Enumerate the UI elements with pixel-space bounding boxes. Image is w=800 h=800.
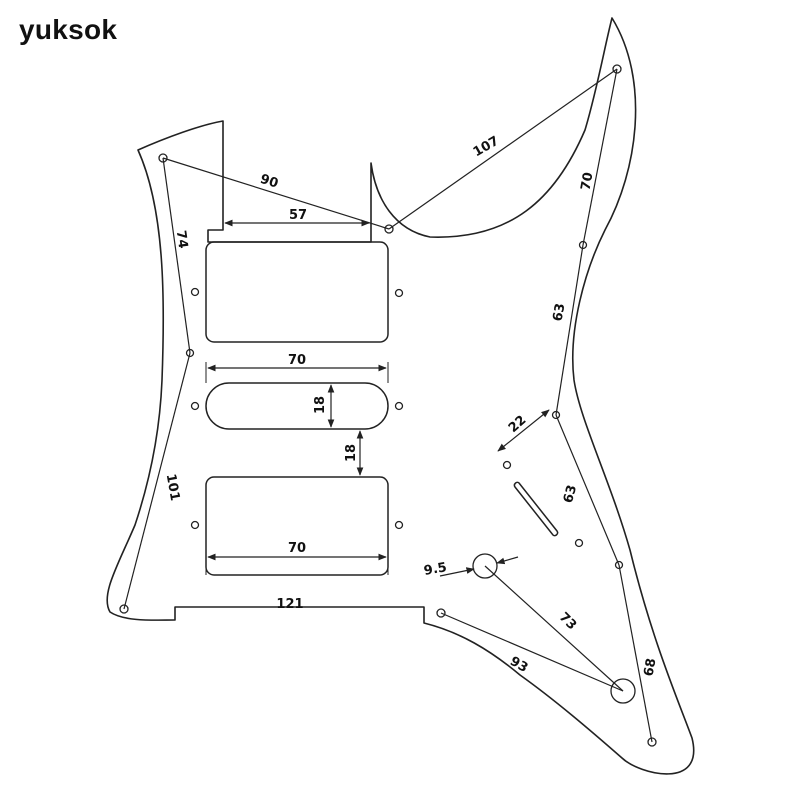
dim-line-68 — [618, 564, 653, 743]
label-9-5: 9.5 — [423, 560, 448, 579]
dim-line-22 — [497, 409, 550, 452]
screw-hole — [394, 520, 404, 530]
switch-slot — [513, 481, 559, 537]
bridge-humbucker-cutout — [205, 476, 389, 576]
dim-line-9-5b — [496, 556, 519, 565]
middle-single-coil-cutout — [205, 382, 389, 430]
screw-hole — [394, 288, 404, 298]
screw-hole — [394, 401, 404, 411]
label-63-right: 63 — [551, 302, 569, 322]
screw-hole — [190, 401, 200, 411]
dim-line-9-5 — [439, 567, 475, 577]
label-70-top-right: 70 — [579, 171, 597, 191]
label-63-slot: 63 — [561, 483, 580, 504]
neck-humbucker-cutout — [205, 241, 389, 343]
dim-line-70-top — [582, 68, 618, 246]
label-74: 74 — [173, 230, 190, 250]
screw-hole — [574, 538, 584, 548]
dim-line-93 — [440, 612, 624, 692]
dim-line-63-slot — [555, 414, 620, 566]
label-93: 93 — [507, 654, 530, 676]
label-107: 107 — [471, 134, 502, 161]
label-121: 121 — [276, 597, 303, 612]
screw-hole — [502, 460, 512, 470]
dim-line-101 — [123, 352, 191, 610]
screw-hole — [190, 287, 200, 297]
label-73: 73 — [556, 610, 579, 633]
label-90: 90 — [258, 172, 280, 192]
screw-hole — [190, 520, 200, 530]
pickguard-outline — [106, 17, 695, 775]
dim-line-74 — [162, 157, 191, 354]
label-101: 101 — [163, 473, 182, 502]
label-57: 57 — [289, 208, 307, 223]
brand-logo-text: yuksok — [19, 14, 118, 45]
label-18-pickup: 18 — [313, 396, 328, 414]
label-68: 68 — [642, 657, 660, 677]
dim-line-90 — [162, 157, 390, 230]
dim-line-73 — [484, 565, 624, 692]
dimension-labels: 107 90 57 74 70 63 70 18 18 22 63 101 70… — [163, 134, 660, 678]
label-70-bottom: 70 — [288, 541, 306, 556]
label-22: 22 — [506, 413, 529, 436]
label-18-gap: 18 — [344, 444, 359, 462]
dimension-lines — [123, 68, 653, 743]
label-70-middle: 70 — [288, 353, 306, 368]
dim-line-107 — [388, 68, 618, 230]
dim-line-63-right — [555, 244, 584, 416]
